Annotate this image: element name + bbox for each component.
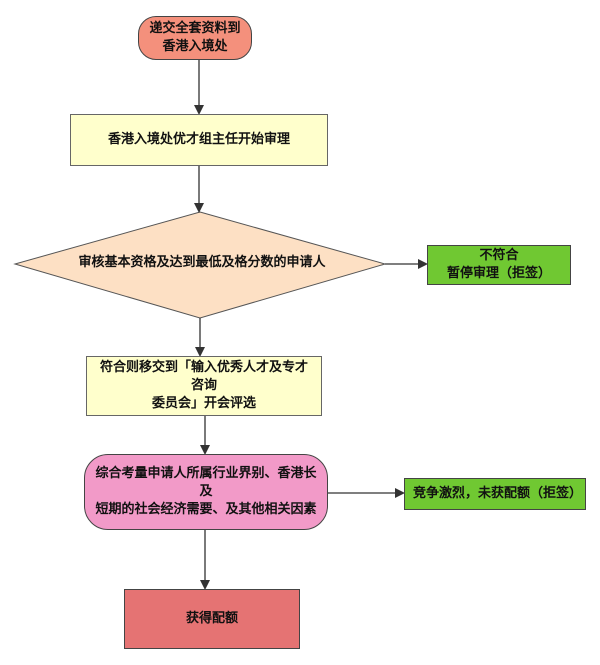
not-qualified-node: 不符合 暂停审理（拒签） (427, 245, 571, 285)
not-qualified-line-1: 不符合 (479, 248, 519, 263)
decision-label: 审核基本资格及达到最低及格分数的申请人 (60, 248, 344, 278)
start-line-1: 递交全套资料到 (149, 21, 241, 36)
begin-review-node: 香港入境处优才组主任开始审理 (70, 114, 328, 166)
consider-line-1: 综合考量申请人所属行业界别、香港长及 (95, 466, 317, 499)
consider-node: 综合考量申请人所属行业界别、香港长及 短期的社会经济需要、及其他相关因素 (84, 454, 328, 530)
rejected-node: 竞争激烈，未获配额（拒签） (404, 478, 586, 510)
start-node: 递交全套资料到 香港入境处 (138, 16, 252, 60)
committee-line-2: 委员会」开会评选 (151, 396, 256, 411)
begin-review-text: 香港入境处优才组主任开始审理 (107, 132, 290, 147)
granted-node: 获得配额 (124, 589, 300, 649)
committee-line-1: 符合则移交到「输入优秀人才及专才咨询 (99, 360, 308, 393)
rejected-text: 竞争激烈，未获配额（拒签） (413, 486, 583, 501)
granted-text: 获得配额 (185, 611, 238, 626)
consider-line-2: 短期的社会经济需要、及其他相关因素 (95, 502, 317, 517)
start-line-2: 香港入境处 (162, 39, 228, 54)
committee-node: 符合则移交到「输入优秀人才及专才咨询 委员会」开会评选 (86, 356, 322, 416)
decision-text: 审核基本资格及达到最低及格分数的申请人 (78, 255, 326, 270)
not-qualified-line-2: 暂停审理（拒签） (446, 266, 551, 281)
